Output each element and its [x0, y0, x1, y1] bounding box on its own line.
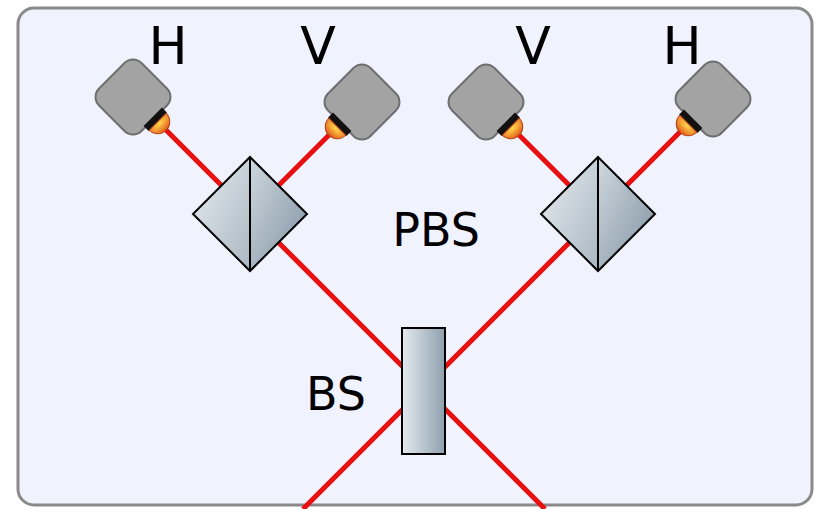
polarizing-beam-splitter: [193, 157, 307, 271]
detector: [444, 60, 541, 157]
component-label: BS: [306, 371, 366, 417]
background-panel: [18, 8, 812, 505]
polarization-label: V: [300, 20, 336, 72]
laser-beams: [160, 124, 686, 509]
polarization-label: H: [662, 20, 701, 72]
polarization-label: V: [515, 20, 551, 72]
beam-splitter: [402, 328, 445, 454]
detector: [308, 60, 405, 157]
polarizing-beam-splitter: [541, 157, 655, 271]
polarization-label: H: [148, 20, 187, 72]
component-label: PBS: [392, 207, 480, 253]
